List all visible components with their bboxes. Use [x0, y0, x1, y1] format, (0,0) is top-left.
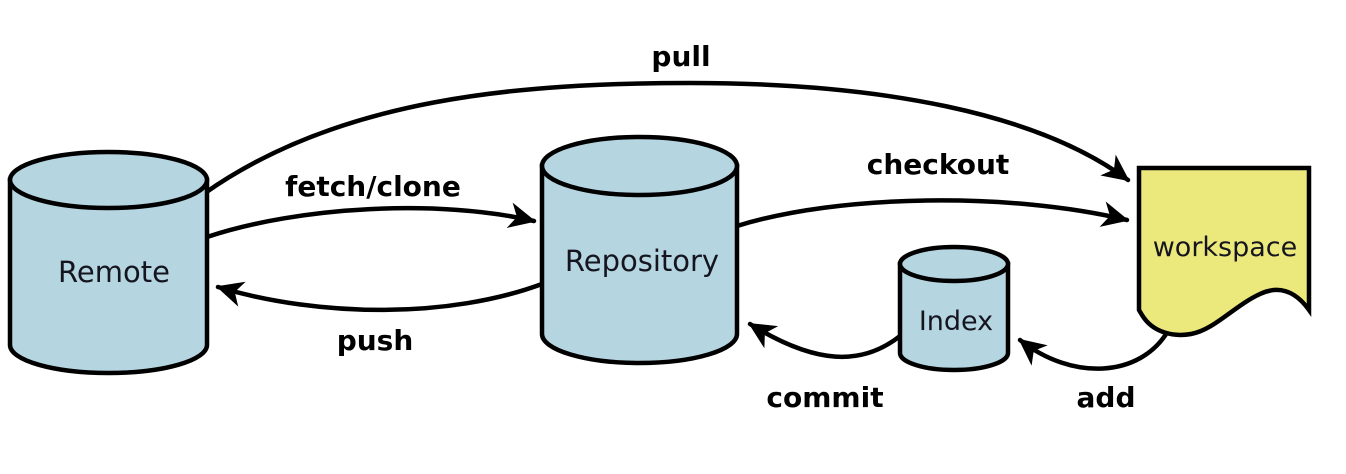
repository-cylinder-body — [539, 163, 740, 366]
node-index: Index — [897, 244, 1011, 373]
remote-cylinder-top — [7, 149, 210, 211]
arrow-commit — [747, 321, 903, 360]
workspace-document-shape — [1136, 165, 1312, 338]
node-remote: Remote — [7, 149, 210, 376]
edge-label-add: add — [1077, 381, 1136, 414]
arrow-fetch-clone — [204, 202, 537, 240]
workspace-label: workspace — [1153, 232, 1298, 263]
arrow-add — [1017, 328, 1171, 371]
edge-label-checkout: checkout — [867, 148, 1010, 181]
remote-label: Remote — [58, 255, 170, 289]
edge-label-commit: commit — [766, 381, 883, 414]
arrow-pull — [202, 80, 1131, 196]
node-workspace: workspace — [1136, 165, 1312, 338]
edge-label-pull: pull — [651, 40, 710, 73]
remote-cylinder-body — [7, 177, 210, 376]
node-repository: Repository — [539, 134, 740, 366]
edge-label-fetch-clone: fetch/clone — [285, 170, 461, 203]
repository-label: Repository — [565, 244, 719, 278]
index-label: Index — [919, 306, 993, 337]
index-cylinder-top — [897, 244, 1011, 284]
arrow-push — [215, 281, 545, 313]
index-cylinder-body — [897, 261, 1011, 373]
repository-cylinder-top — [539, 134, 740, 198]
arrow-checkout — [734, 198, 1130, 229]
edge-label-push: push — [337, 324, 414, 357]
